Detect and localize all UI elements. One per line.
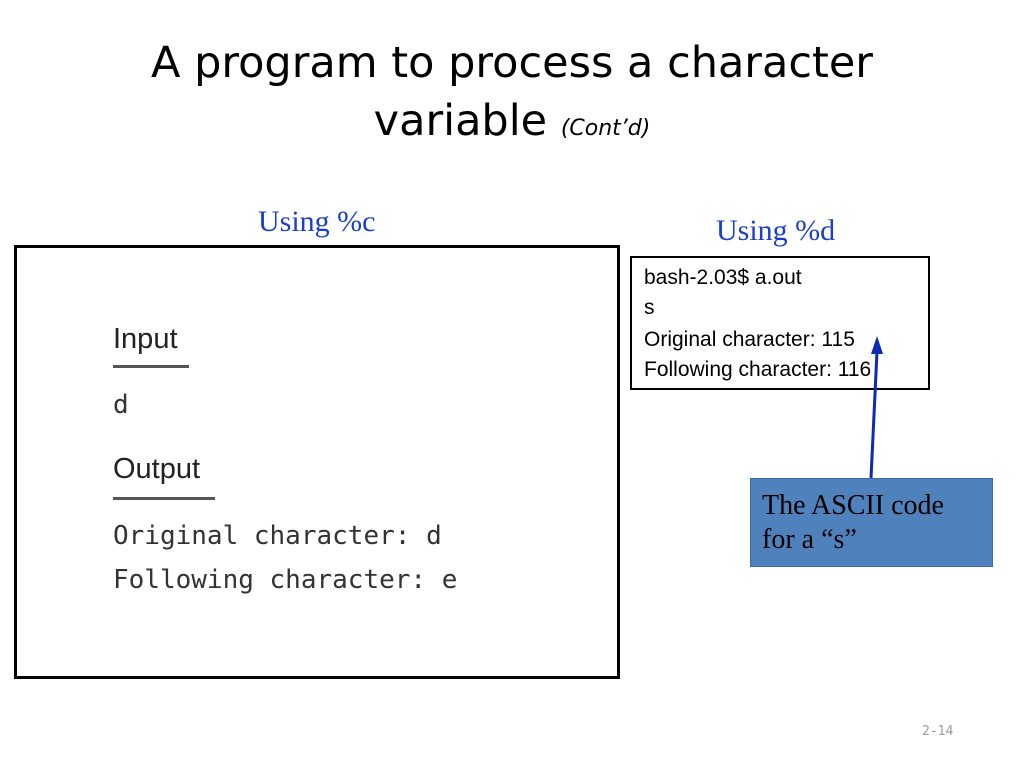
callout-line-1: The ASCII code <box>762 490 944 521</box>
input-label: Input <box>113 323 178 355</box>
slide-number: 2-14 <box>922 724 954 739</box>
terminal-line-following: Following character: 116 <box>644 358 872 381</box>
title-line-2: variable (Cont’d) <box>0 92 1024 158</box>
output-label: Output <box>113 453 201 485</box>
input-underline <box>113 365 189 368</box>
program-io-panel: Input d Output Original character: d Fol… <box>14 245 620 679</box>
input-value: d <box>113 390 129 420</box>
slide-title: A program to process a character variabl… <box>0 34 1024 158</box>
output-line-original: Original character: d <box>113 521 442 551</box>
terminal-line-input: s <box>644 296 655 319</box>
title-line-1: A program to process a character <box>151 38 873 88</box>
terminal-output-box: bash-2.03$ a.out s Original character: 1… <box>630 256 930 390</box>
heading-using-c: Using %c <box>258 205 376 238</box>
terminal-line-original: Original character: 115 <box>644 328 855 351</box>
terminal-line-command: bash-2.03$ a.out <box>644 266 802 289</box>
output-line-following: Following character: e <box>113 565 458 595</box>
callout-line-2: for a “s” <box>762 524 857 555</box>
output-underline <box>113 497 215 500</box>
ascii-callout: The ASCII code for a “s” <box>750 478 993 567</box>
title-main-word: variable <box>373 96 548 146</box>
callout-text: The ASCII code for a “s” <box>762 489 944 557</box>
heading-using-d: Using %d <box>716 214 836 247</box>
title-suffix: (Cont’d) <box>560 116 651 141</box>
